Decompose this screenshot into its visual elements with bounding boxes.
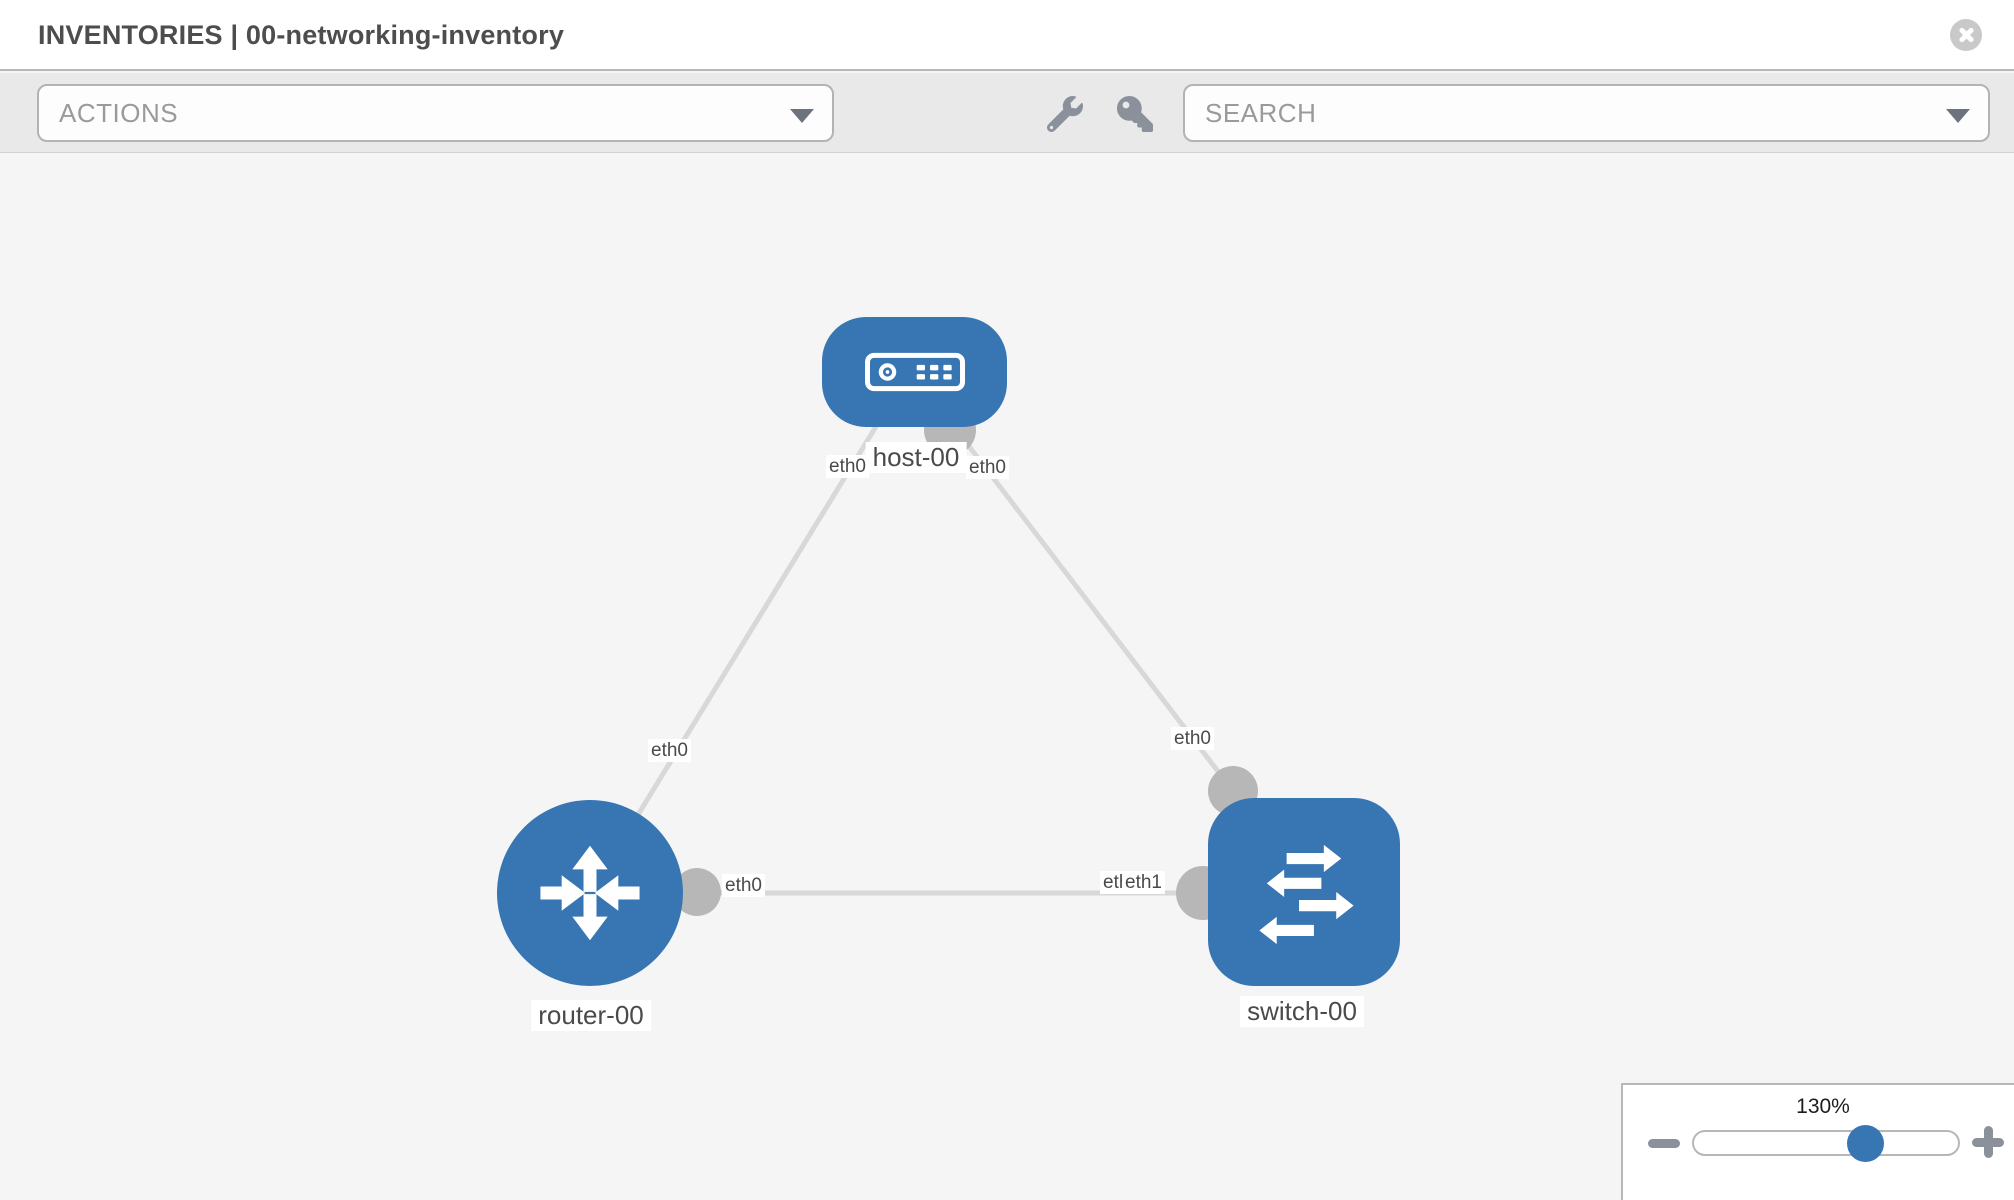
topology-canvas[interactable]: host-00 router-00 switch-00 eth0 eth0 et… [0,154,2014,1200]
chevron-down-icon [790,109,814,123]
node-label-router: router-00 [531,1000,651,1031]
interface-label: eth0 [648,739,691,762]
search-dropdown[interactable]: SEARCH [1183,84,1990,142]
switch-icon [1259,844,1354,945]
actions-dropdown[interactable]: ACTIONS [37,84,834,142]
node-label-host: host-00 [865,442,967,473]
router-icon [540,845,640,941]
node-label-switch: switch-00 [1240,996,1364,1027]
node-host-00[interactable] [822,317,1007,427]
plus-bar [1983,1126,1993,1158]
close-button[interactable] [1950,19,1982,51]
interface-label: eth0 [966,456,1009,479]
search-input: SEARCH [1205,97,1317,128]
configure-button[interactable] [1046,96,1083,133]
node-router-00[interactable] [497,800,683,986]
actions-dropdown-label: ACTIONS [59,97,179,128]
zoom-slider-track[interactable] [1692,1130,1960,1156]
interface-label: eth0 [826,455,869,478]
interface-label: eth0 [1171,727,1214,750]
zoom-panel: 130% [1621,1083,2014,1200]
zoom-out-icon[interactable] [1648,1139,1680,1148]
zoom-level-value: 130% [1796,1095,1850,1118]
interface-label: eth1 [1122,871,1165,894]
credentials-button[interactable] [1117,96,1153,132]
zoom-in-icon[interactable] [1971,1125,2005,1159]
key-icon [1117,96,1153,132]
interface-label: eth0 [722,874,765,897]
header: INVENTORIES | 00-networking-inventory [0,0,2014,71]
host-icon [864,352,965,392]
node-switch-00[interactable] [1208,798,1400,986]
toolbar: ACTIONS SEARCH [0,73,2014,153]
wrench-icon [1046,96,1083,133]
page-title: INVENTORIES | 00-networking-inventory [38,20,565,50]
interface-connector-router[interactable] [673,868,721,916]
chevron-down-icon [1946,109,1970,123]
zoom-slider-thumb[interactable] [1847,1125,1884,1162]
topology-links-layer [587,404,1302,920]
